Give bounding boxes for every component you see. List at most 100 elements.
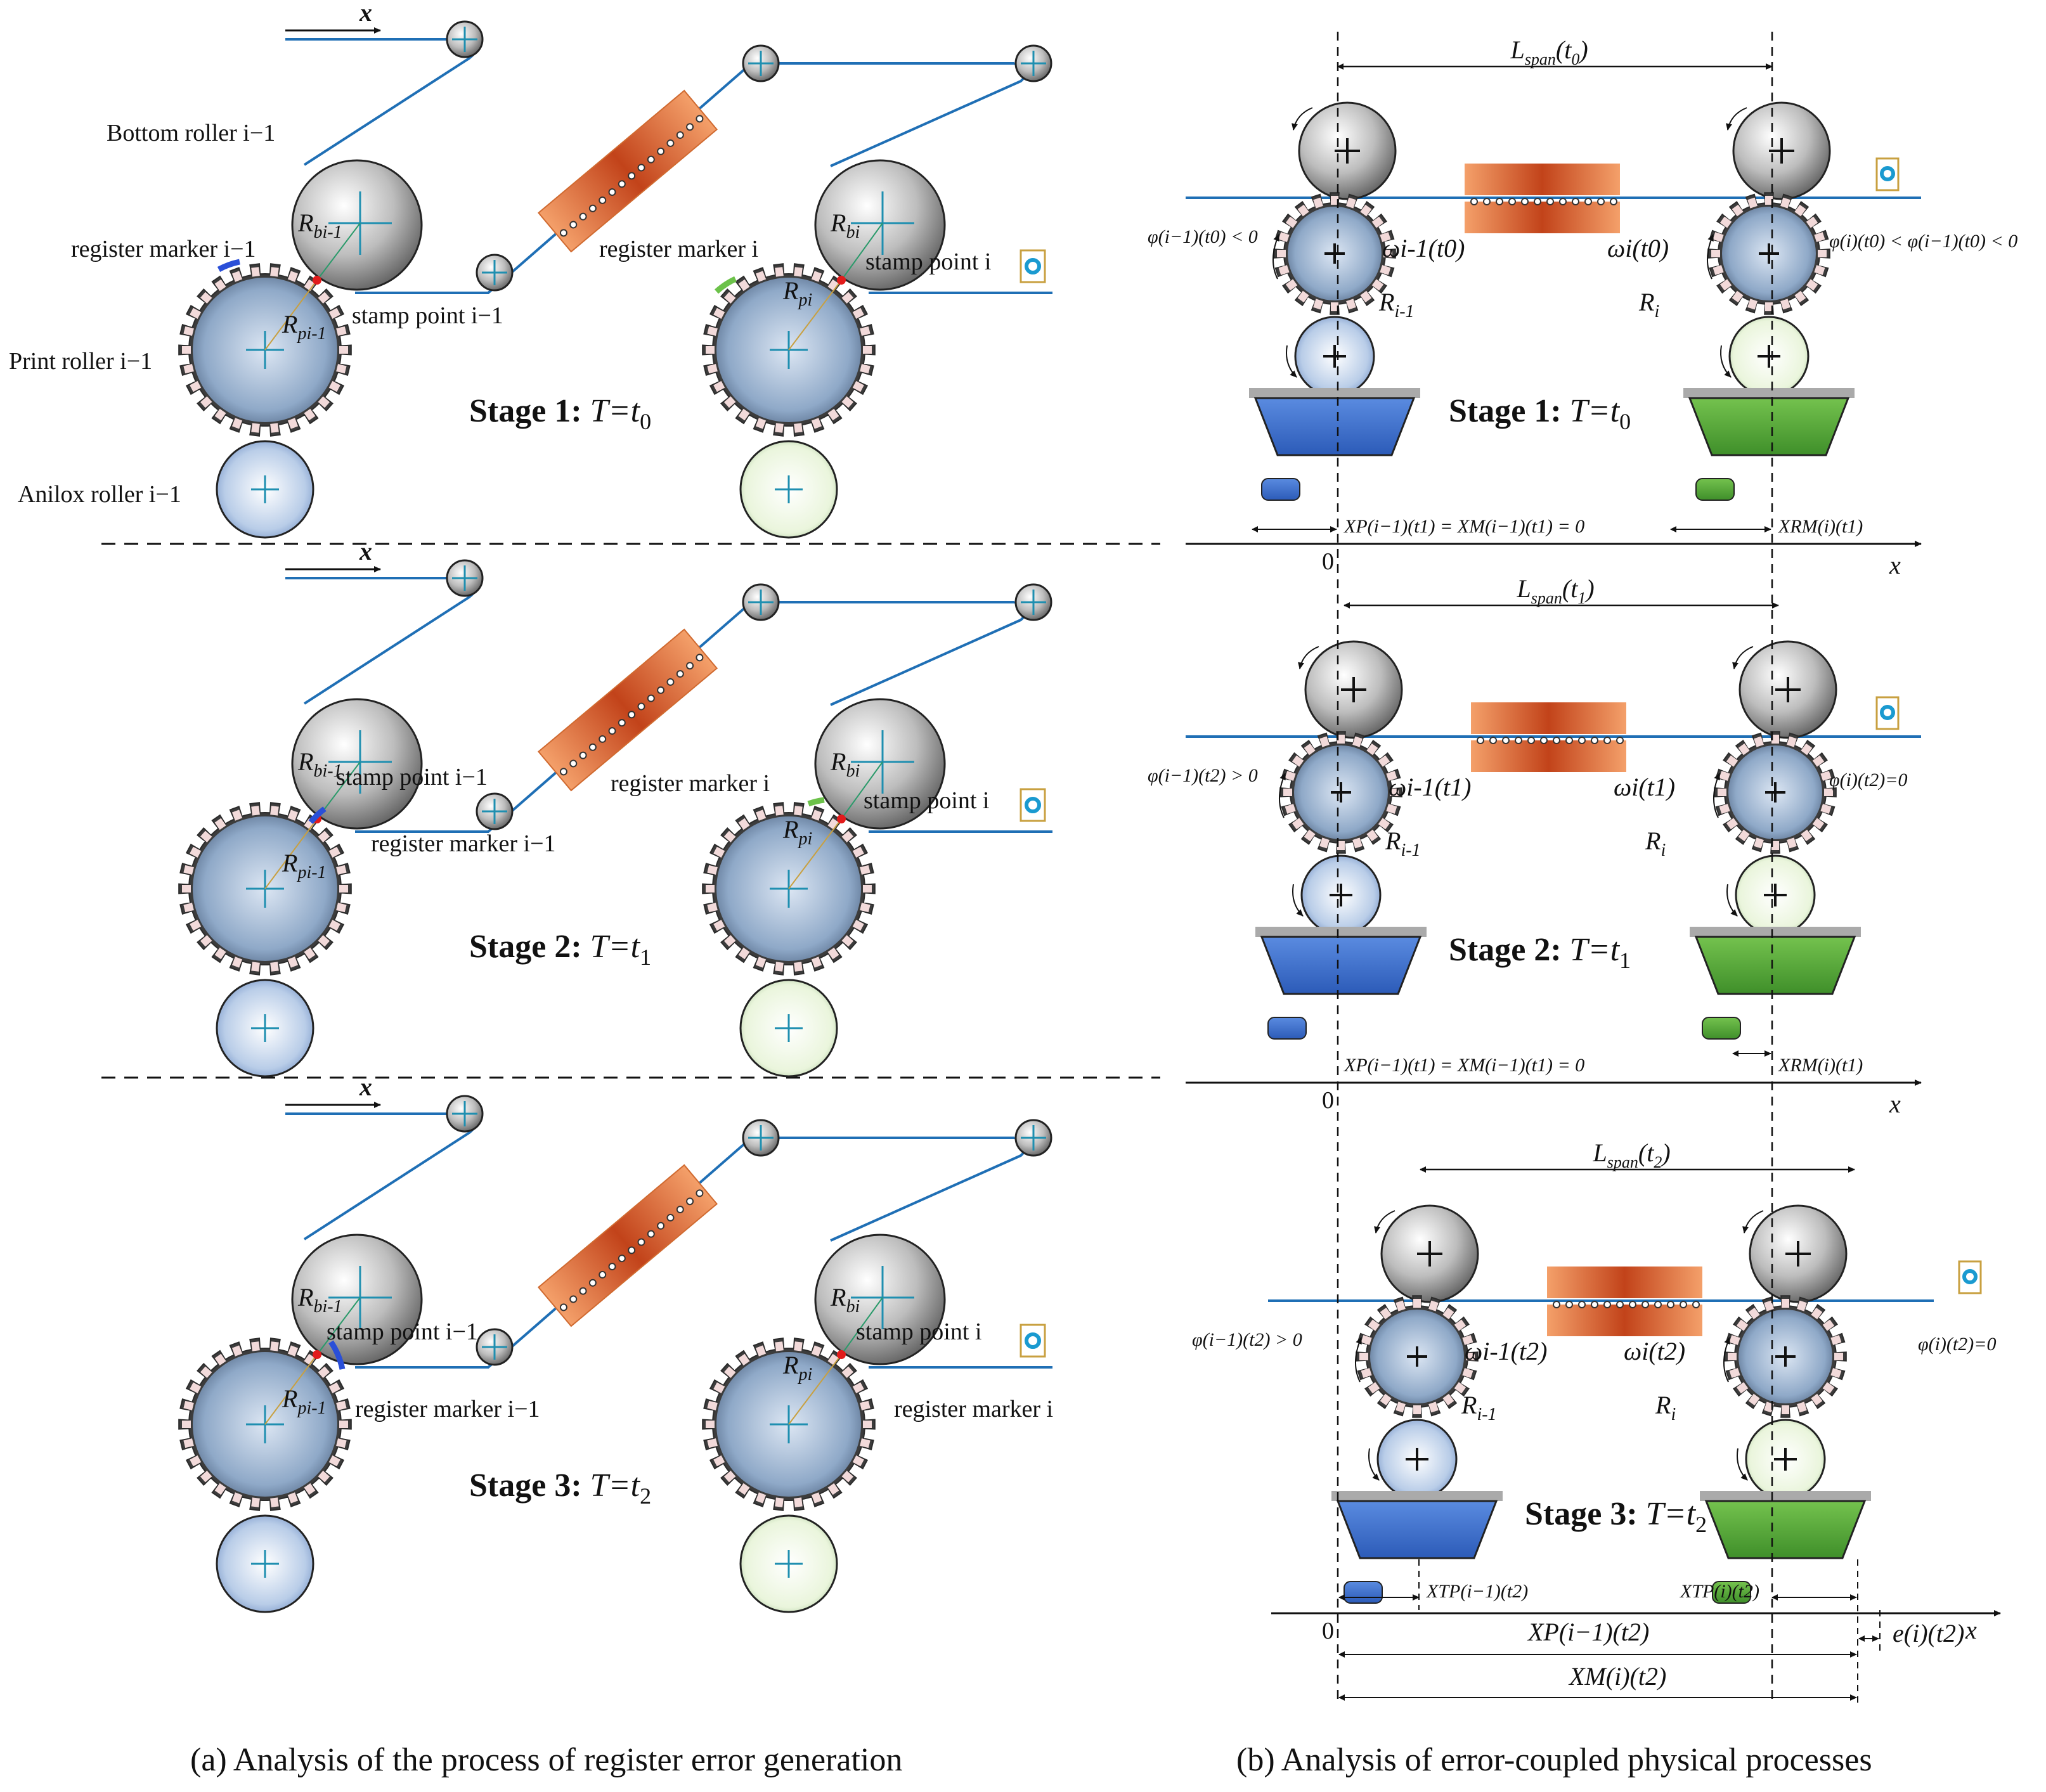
gear-tooth xyxy=(1729,1335,1740,1345)
omega-i-label: ωi(t2) xyxy=(1624,1337,1685,1365)
dryer-nozzle xyxy=(1641,1301,1649,1308)
gear-tooth xyxy=(1304,743,1316,756)
dryer-nozzle xyxy=(1578,737,1586,744)
label-r-bi: Rbi xyxy=(830,747,860,781)
gear-tooth xyxy=(755,809,767,821)
dryer-nozzle xyxy=(1553,737,1560,744)
gear-tooth xyxy=(723,396,736,408)
gear-tooth xyxy=(251,423,260,433)
register-mark-dot xyxy=(1025,1332,1041,1349)
gear-tooth xyxy=(811,271,822,282)
stage-label: Stage 3: T=t2 xyxy=(469,1467,651,1509)
gear-tooth xyxy=(1285,279,1298,291)
gear-tooth xyxy=(190,1455,202,1467)
gear-tooth xyxy=(1386,804,1397,814)
gear-tooth xyxy=(707,1400,718,1410)
gear-tooth xyxy=(190,381,202,392)
gear-tooth xyxy=(318,396,330,408)
gear-tooth xyxy=(1462,1368,1473,1378)
phi-prev-label: φ(i−1)(t0) < 0 xyxy=(1148,226,1258,247)
tank-rim xyxy=(1255,927,1427,937)
dryer-nozzle xyxy=(618,180,626,188)
gear-tooth xyxy=(707,903,718,913)
gear-tooth xyxy=(270,962,279,972)
gear-tooth xyxy=(251,806,260,816)
web-down-segment xyxy=(303,577,478,705)
gear-tooth xyxy=(1319,837,1330,849)
dryer-lower xyxy=(1547,1305,1702,1336)
register-marker-i xyxy=(807,797,825,807)
gear-tooth xyxy=(1719,771,1730,781)
gear-tooth xyxy=(860,364,871,374)
gear-tooth xyxy=(1728,1353,1737,1360)
dryer-upper xyxy=(1471,702,1626,734)
gear-tooth xyxy=(231,1345,243,1357)
x-axis-label: x xyxy=(1965,1616,1977,1644)
gear-tooth xyxy=(1814,265,1825,275)
gear-tooth xyxy=(214,818,226,830)
gear-tooth xyxy=(270,267,279,277)
dryer-nozzle xyxy=(686,123,694,131)
gear-tooth xyxy=(183,364,194,374)
gear-tooth xyxy=(794,267,803,277)
gear-tooth xyxy=(1806,279,1818,291)
gear-tooth xyxy=(1278,232,1290,242)
dryer-nozzle xyxy=(1603,737,1611,744)
gear-tooth xyxy=(1711,250,1720,257)
register-mark-dot xyxy=(1962,1269,1978,1284)
gear-tooth xyxy=(270,1341,279,1351)
label-r-bi-prev: Rbi-1 xyxy=(297,747,342,781)
gear-tooth xyxy=(251,962,260,972)
label-stamp-point-i: stamp point i xyxy=(856,1318,981,1345)
label-anilox-roller: Anilox roller i−1 xyxy=(18,481,181,508)
gear-tooth xyxy=(1278,265,1290,275)
gear-tooth xyxy=(1713,265,1724,275)
dryer-nozzle xyxy=(637,1238,645,1246)
gear-tooth xyxy=(318,830,330,842)
gear-tooth xyxy=(827,408,839,421)
ink-tank xyxy=(1694,936,1856,995)
gear-tooth xyxy=(1754,837,1764,849)
gear-tooth xyxy=(1738,743,1750,756)
phi-i-label: φ(i)(t2)=0 xyxy=(1829,770,1907,790)
gear-tooth xyxy=(182,885,191,893)
gear-tooth xyxy=(1359,1353,1368,1360)
gear-tooth xyxy=(755,1345,767,1357)
label-r-bi-prev: Rbi-1 xyxy=(297,1283,342,1317)
dryer-nozzle xyxy=(1489,737,1497,744)
gear-tooth xyxy=(336,1400,347,1410)
gear-tooth xyxy=(1818,250,1827,257)
dryer-nozzle xyxy=(1591,737,1598,744)
dryer-nozzle xyxy=(666,678,675,686)
gear-tooth xyxy=(841,1366,854,1378)
gear-tooth xyxy=(723,1471,736,1483)
gear-tooth xyxy=(738,279,750,292)
gear-tooth xyxy=(713,1455,725,1467)
gear-tooth xyxy=(811,809,822,821)
x-tp-prev-label: XTP(i−1)(t2) xyxy=(1426,1581,1528,1602)
dryer-nozzle xyxy=(608,188,616,197)
gear-tooth xyxy=(183,1400,194,1410)
label-stamp-point-i: stamp point i xyxy=(865,248,991,275)
dryer-nozzle xyxy=(599,735,607,743)
rotation-arrow xyxy=(1374,1210,1395,1234)
dryer-nozzle xyxy=(647,155,655,164)
register-marker-prev xyxy=(328,1340,346,1370)
gear-tooth xyxy=(775,962,784,972)
gear-tooth xyxy=(1782,1299,1789,1308)
gear-tooth xyxy=(852,1455,864,1467)
gear-tooth xyxy=(755,418,767,429)
gear-tooth xyxy=(1718,789,1726,796)
gear-tooth xyxy=(827,1483,839,1495)
dryer-nozzle xyxy=(588,204,597,212)
gear-tooth xyxy=(827,1353,839,1366)
gear-tooth xyxy=(1428,1402,1439,1413)
x-m-i-label: XM(i)(t2) xyxy=(1568,1662,1666,1691)
dryer-nozzle xyxy=(588,743,597,751)
x-marker-label: XRM(i)(t1) xyxy=(1778,516,1863,537)
label-bottom-roller: Bottom roller i−1 xyxy=(107,120,275,146)
gear-tooth xyxy=(841,1471,854,1483)
